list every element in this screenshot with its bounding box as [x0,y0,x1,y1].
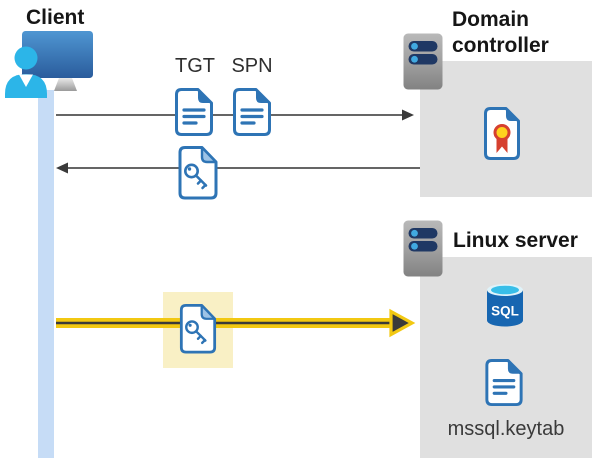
key-glyph [184,163,208,190]
monitor-icon [22,31,93,78]
ticket-key-document-icon [178,146,218,200]
sql-database-icon: SQL [487,284,523,327]
spn-document-icon [233,88,271,136]
domain-controller-server-icon [403,33,443,90]
client-timeline-bar [38,90,54,458]
linux-server-label: Linux server [453,229,578,252]
arrowhead-yellow-icon [389,308,416,338]
domain-controller-label: Domain controller [452,8,549,57]
arrowhead-right-icon [402,109,414,121]
ribbon-seal-glyph [493,124,511,153]
certificate-icon [484,107,520,160]
client-computer-icon [5,31,93,98]
keytab-document-icon [485,359,523,406]
user-silhouette-icon [5,46,47,98]
keytab-key-document-icon [179,304,217,354]
monitor-stand [54,78,77,91]
sql-badge-text: SQL [491,304,519,319]
spn-label: SPN [231,55,273,77]
tgt-document-icon [175,88,213,136]
arrowhead-left-icon [56,162,68,174]
tgt-label: TGT [175,55,215,77]
response-arrow-left [56,162,420,174]
client-label: Client [26,6,85,29]
keytab-transfer-arrow-yellow [56,308,416,338]
keytab-filename-label: mssql.keytab [447,418,565,440]
linux-server-icon [403,220,443,277]
key-glyph [185,320,207,345]
